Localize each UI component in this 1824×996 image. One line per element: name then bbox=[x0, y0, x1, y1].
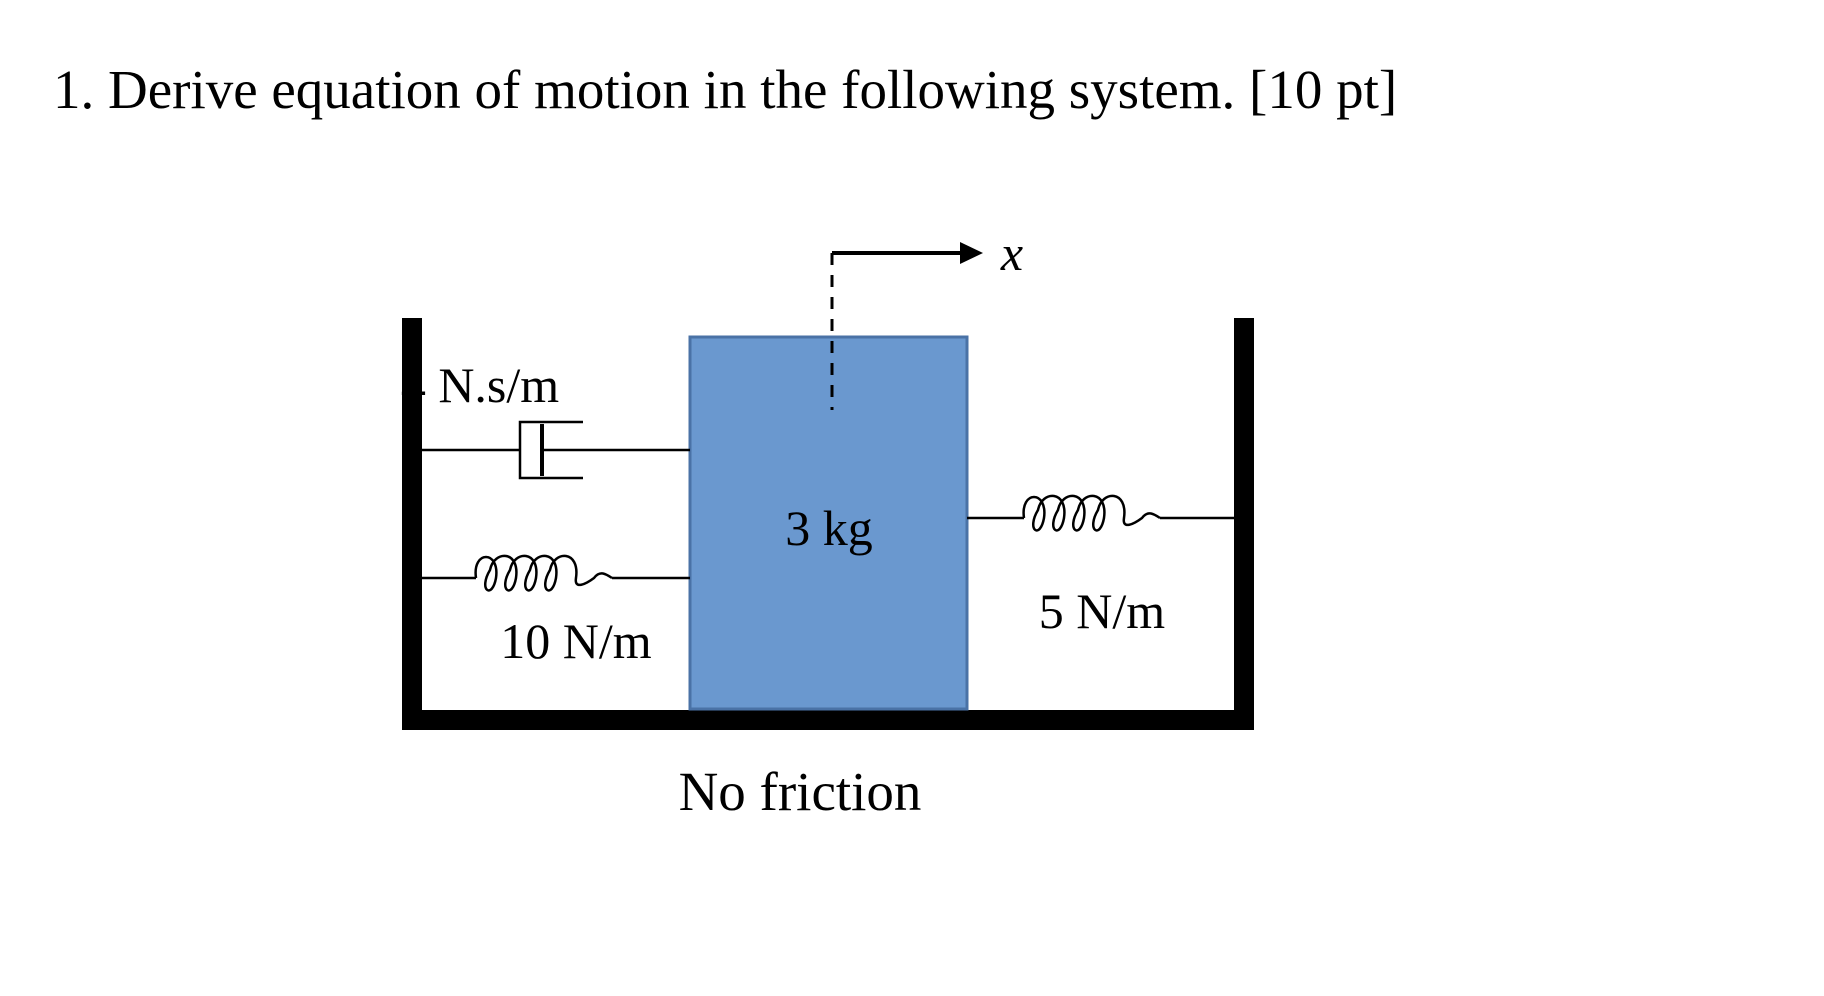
question-text: 1. Derive equation of motion in the foll… bbox=[53, 59, 1397, 120]
arrow-head-icon bbox=[960, 242, 983, 264]
right-spring bbox=[967, 494, 1234, 532]
damper bbox=[422, 420, 690, 480]
left-spring bbox=[422, 554, 690, 592]
displacement-label: x bbox=[1000, 225, 1023, 281]
left-spring-label: 10 N/m bbox=[500, 613, 652, 669]
damper-cylinder bbox=[518, 420, 583, 480]
displacement-indicator: x bbox=[830, 225, 1023, 410]
left-spring-coil bbox=[474, 554, 613, 592]
left-wall bbox=[402, 318, 422, 730]
floor-label: No friction bbox=[679, 761, 922, 822]
damper-label: 4 N.s/m bbox=[401, 357, 559, 413]
right-spring-label: 5 N/m bbox=[1039, 583, 1166, 639]
mass-label: 3 kg bbox=[785, 500, 873, 556]
right-wall bbox=[1234, 318, 1254, 730]
container bbox=[402, 318, 1254, 730]
mass-block bbox=[688, 335, 969, 711]
floor bbox=[402, 710, 1254, 730]
right-spring-coil bbox=[1022, 494, 1161, 532]
